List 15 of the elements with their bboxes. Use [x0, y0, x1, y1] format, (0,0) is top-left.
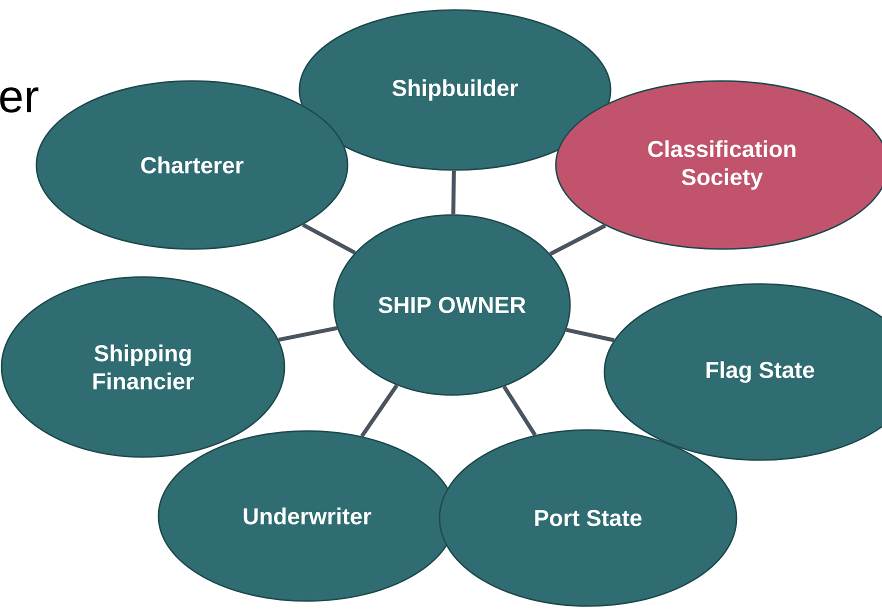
- connector-line: [302, 222, 356, 254]
- connector-line: [502, 385, 537, 436]
- ellipse-node: Flag State: [604, 283, 882, 461]
- connector-line: [566, 328, 614, 342]
- ellipse-node: Shipbuilder: [298, 9, 612, 171]
- connector-line: [451, 170, 456, 214]
- connector-line: [278, 326, 338, 342]
- ellipse-node: Underwriter: [158, 430, 456, 602]
- ellipse-node: Shipping Financier: [0, 276, 286, 458]
- connector-line: [549, 224, 606, 256]
- connector-line: [360, 384, 398, 438]
- ellipse-node: Classification Society: [555, 80, 882, 250]
- heading-fragment: er: [0, 87, 38, 113]
- ellipse-node: SHIP OWNER: [333, 214, 571, 396]
- ellipse-node: Port State: [438, 429, 738, 607]
